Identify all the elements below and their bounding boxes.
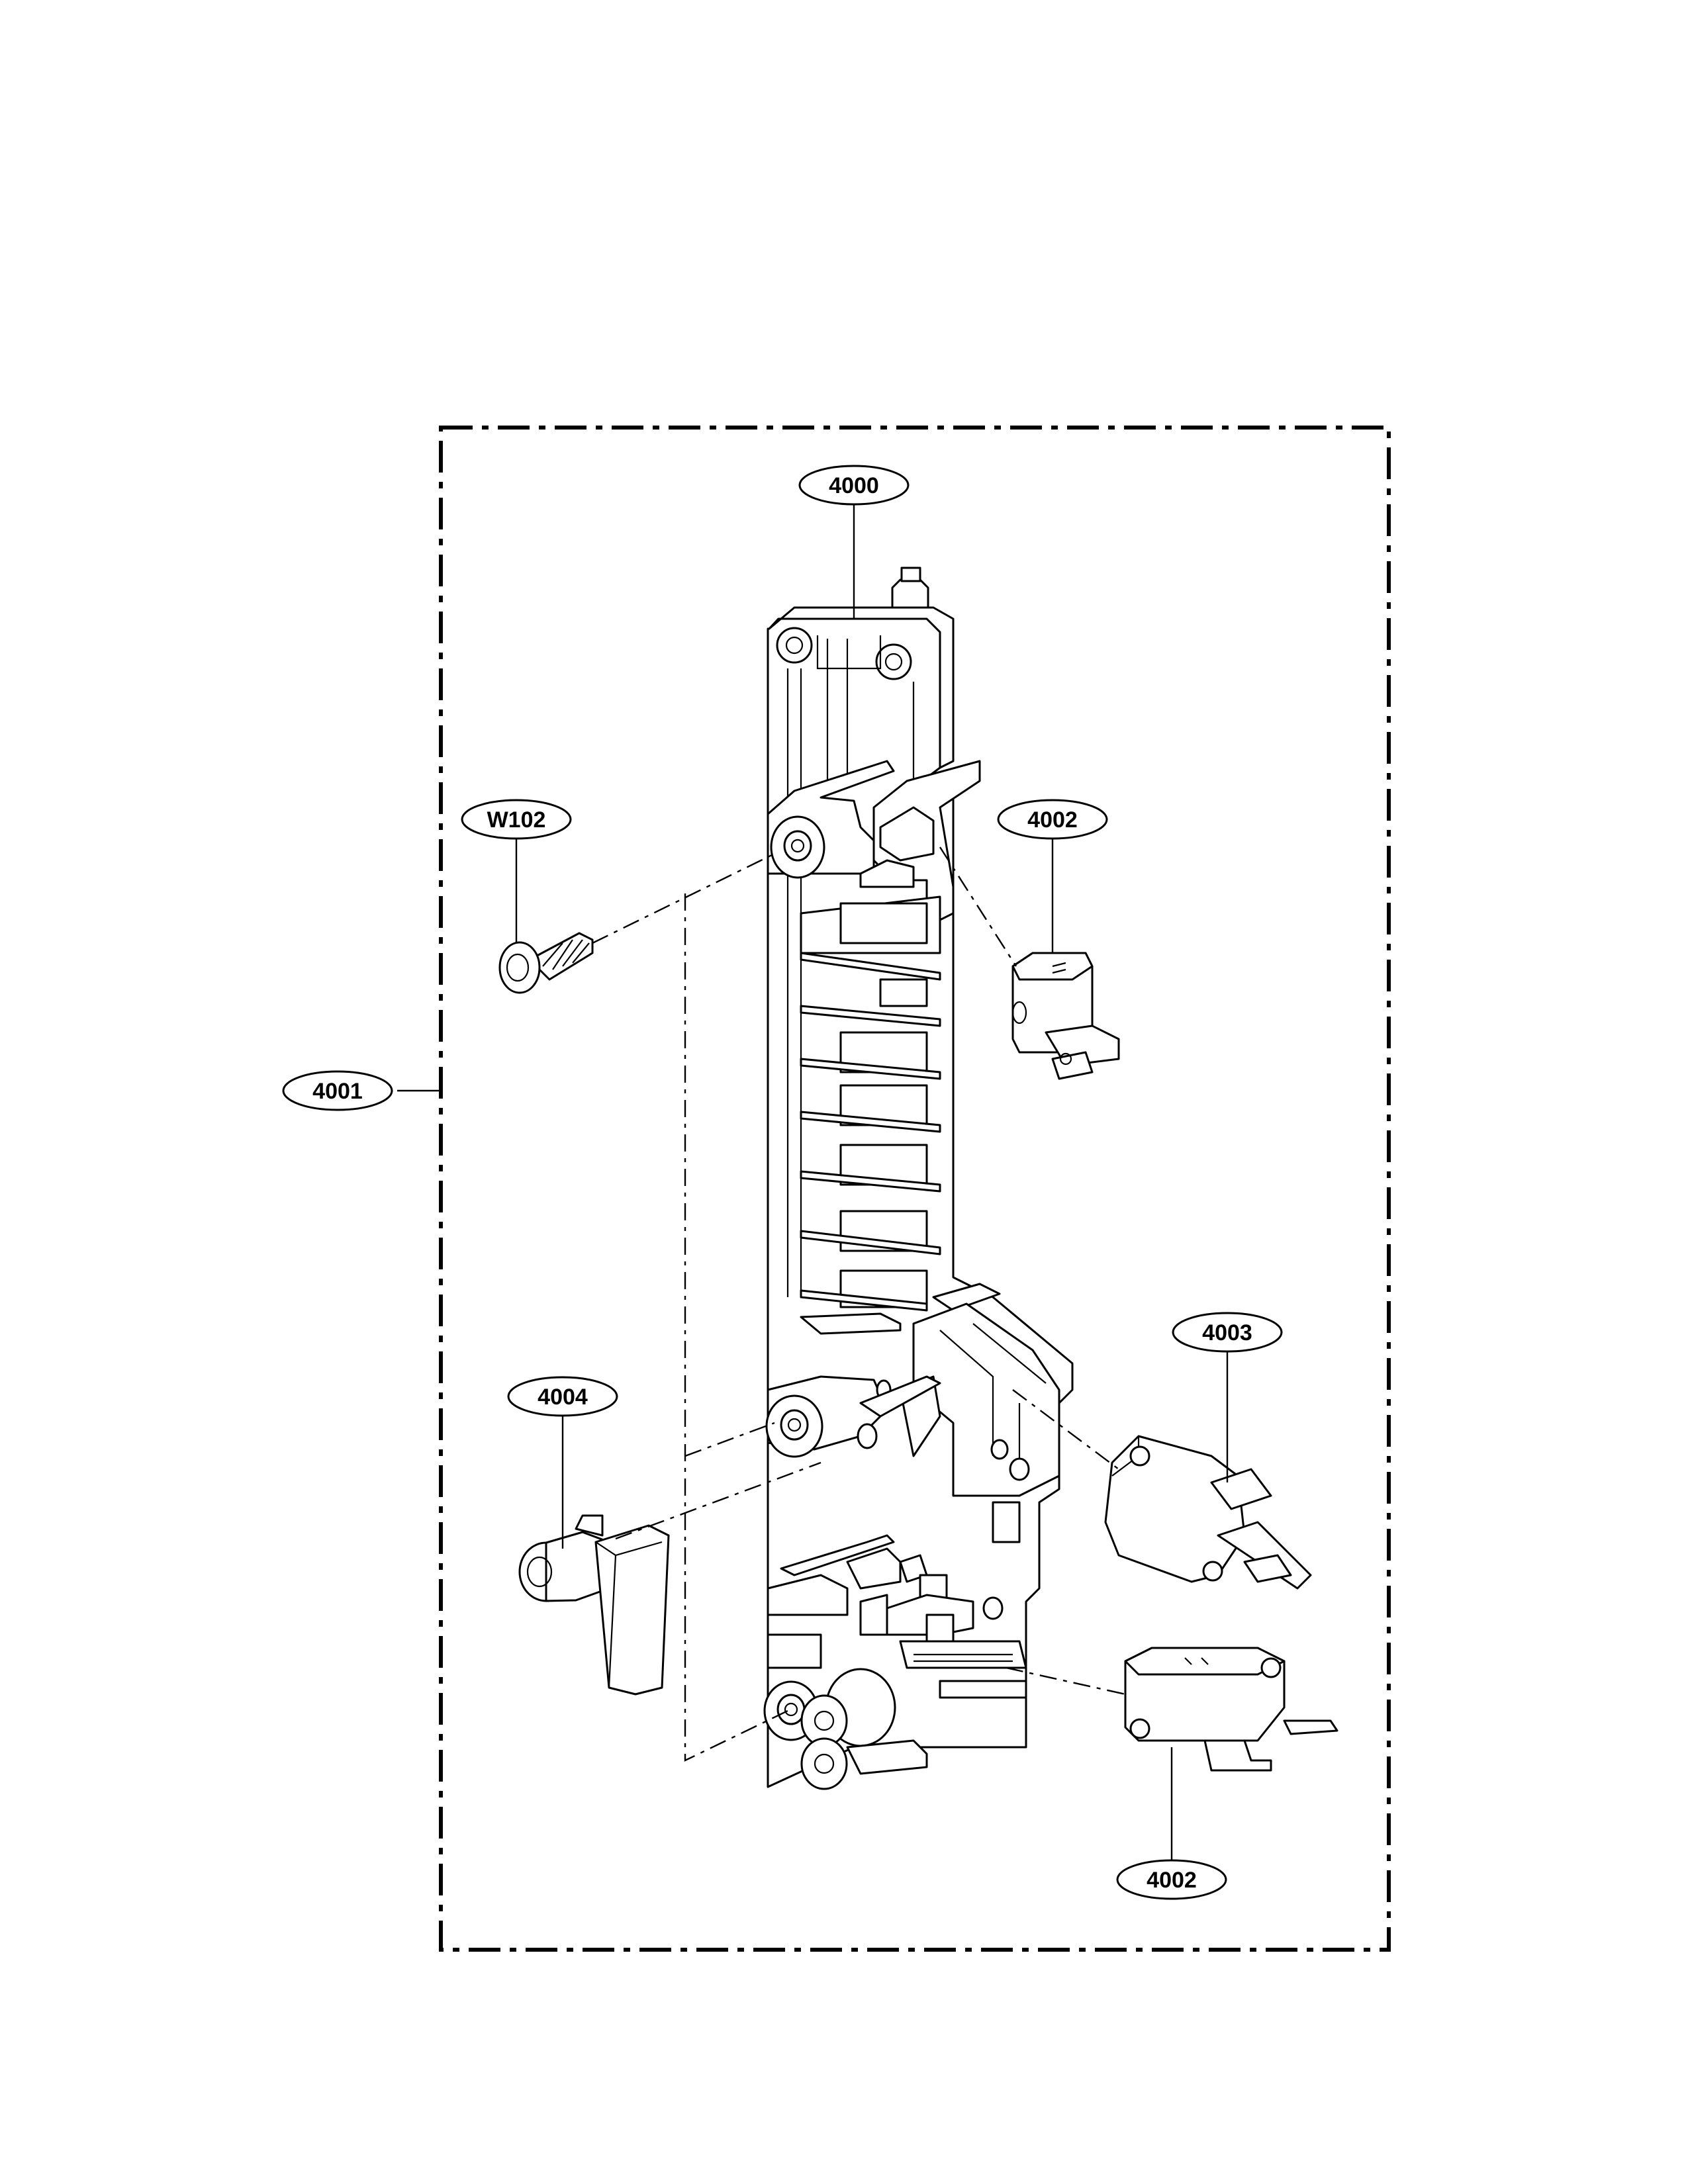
svg-text:4002: 4002	[1027, 807, 1078, 833]
lever	[518, 1514, 670, 1696]
assembly-boundary	[439, 426, 1391, 1952]
screw	[498, 932, 594, 994]
micro-switch-upper	[1011, 952, 1120, 1080]
svg-text:4003: 4003	[1202, 1320, 1252, 1345]
svg-text:4002: 4002	[1147, 1868, 1197, 1893]
leader-lines	[397, 502, 1229, 1860]
callout-4003: 4003	[1172, 1312, 1283, 1353]
callout-4002-lower: 4002	[1116, 1859, 1227, 1900]
micro-switch-lower	[1124, 1647, 1338, 1772]
assembly-guide-lines	[592, 846, 1126, 1762]
micro-switch-middle	[1104, 1435, 1312, 1590]
callout-4001: 4001	[282, 1070, 393, 1111]
ribs	[800, 895, 941, 1312]
callout-4002-upper: 4002	[997, 799, 1108, 840]
callout-W102: W102	[461, 799, 572, 840]
callout-4004: 4004	[507, 1376, 618, 1417]
svg-text:4001: 4001	[312, 1079, 363, 1104]
svg-text:W102: W102	[487, 807, 546, 833]
latch-board-assembly	[763, 567, 1074, 1790]
svg-text:4000: 4000	[829, 473, 879, 498]
callout-4000: 4000	[798, 465, 910, 506]
svg-text:4004: 4004	[538, 1385, 588, 1410]
